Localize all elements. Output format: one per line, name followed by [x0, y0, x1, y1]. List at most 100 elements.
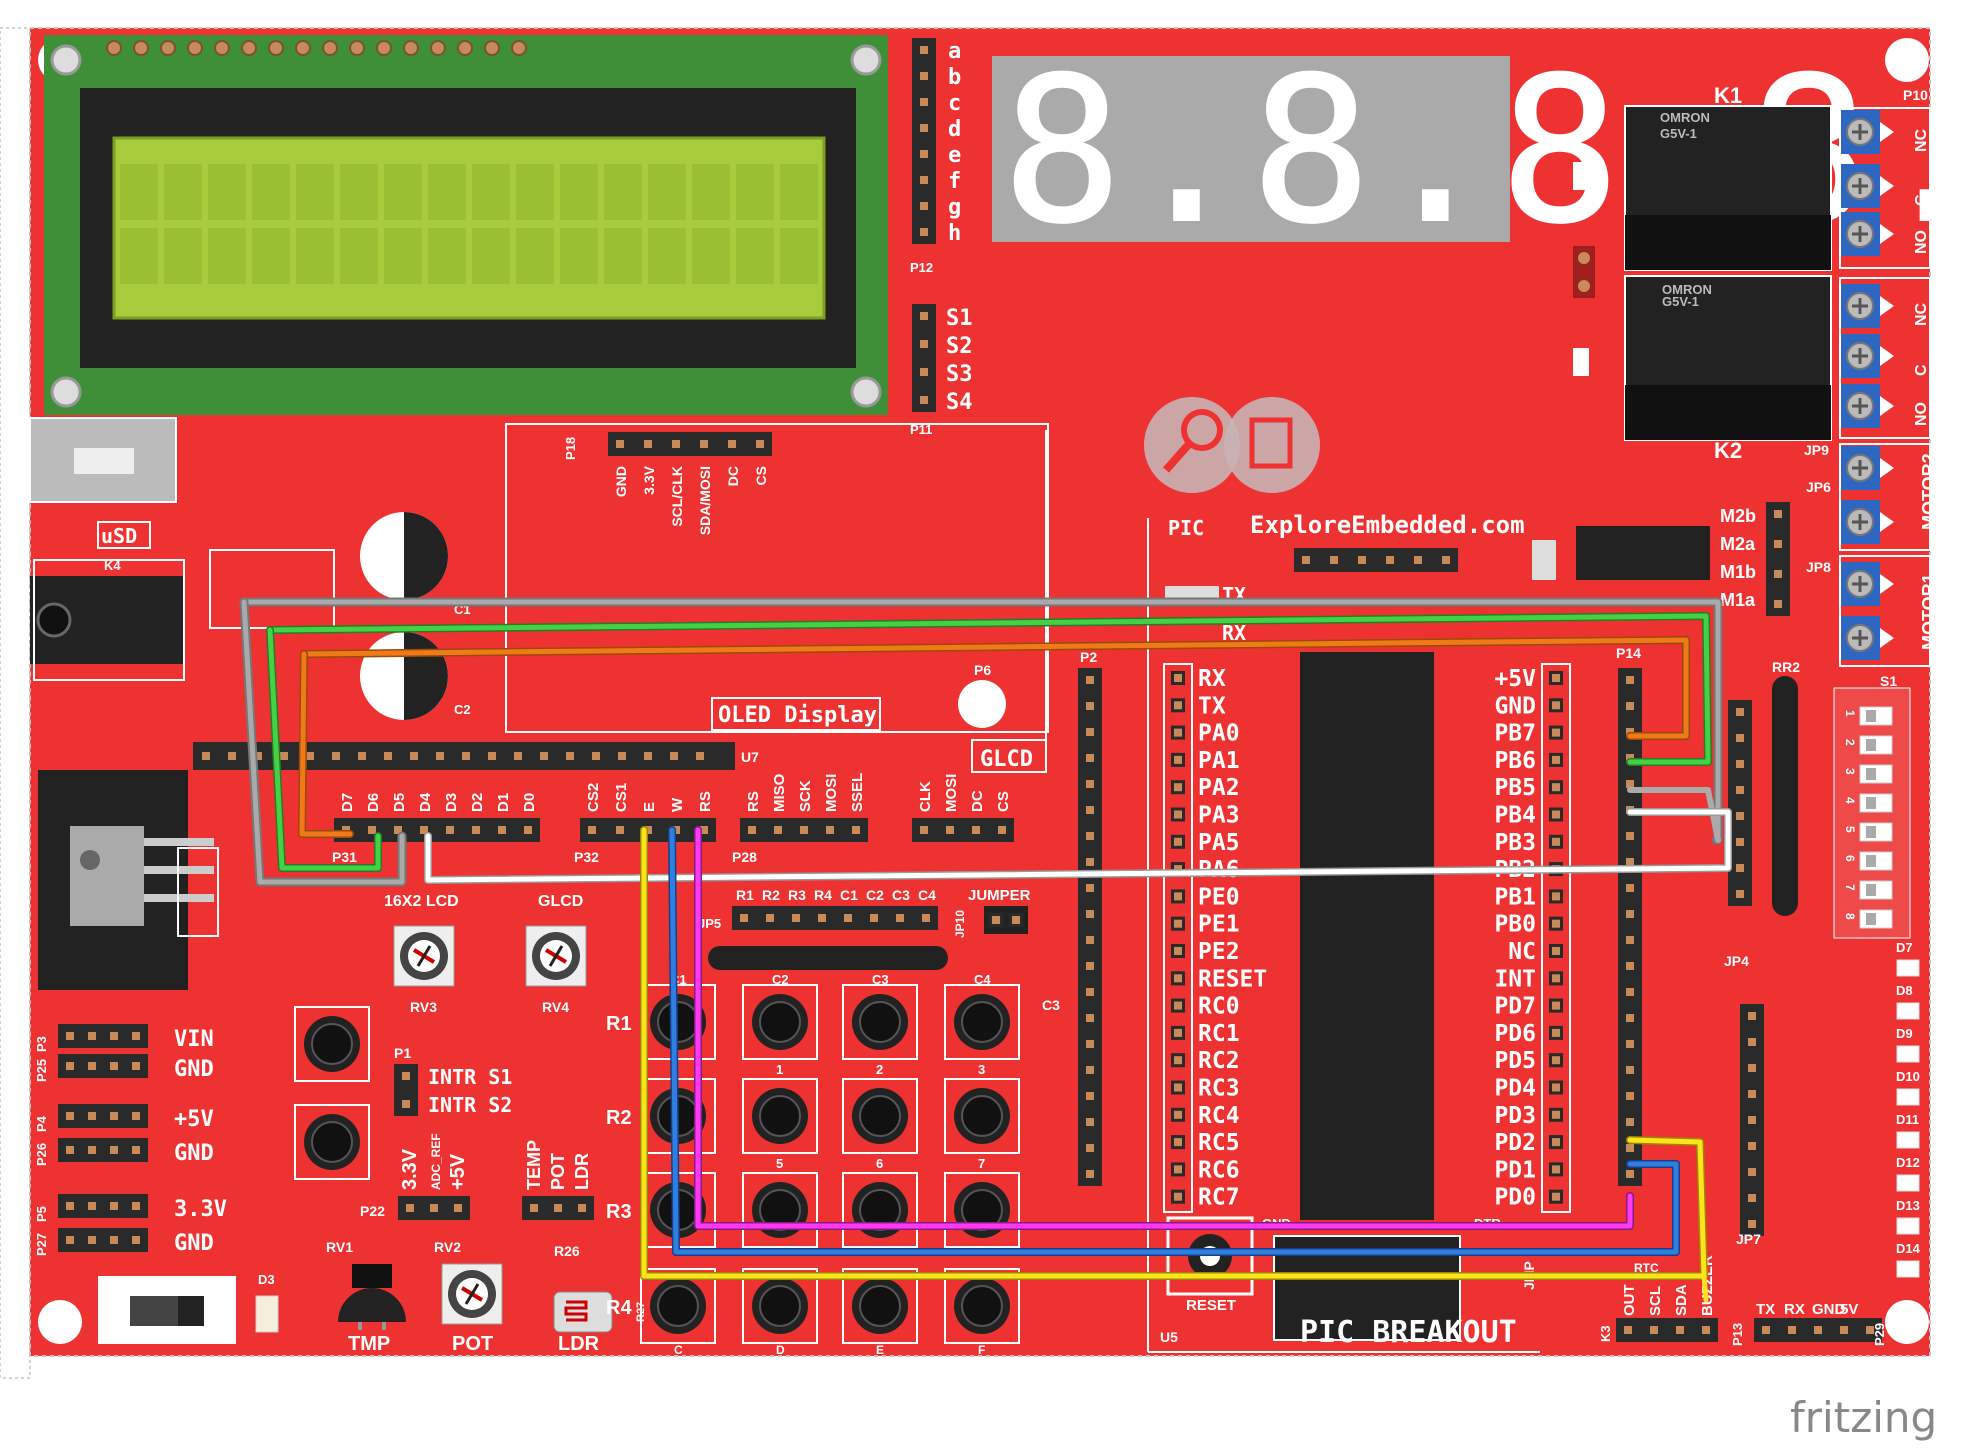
header-pin[interactable] — [917, 365, 931, 379]
header-pin[interactable] — [917, 225, 931, 239]
header-pin[interactable] — [613, 823, 627, 837]
header-pin[interactable] — [107, 1059, 121, 1073]
header-pin[interactable] — [1733, 809, 1747, 823]
header-pin[interactable] — [563, 749, 577, 763]
pic-pin[interactable] — [1549, 1107, 1563, 1122]
dip-switch-6[interactable] — [1859, 851, 1893, 871]
header-pin[interactable] — [355, 749, 369, 763]
header-pin[interactable] — [841, 911, 855, 925]
pic-pin[interactable] — [1171, 671, 1185, 685]
pic-pin[interactable] — [1549, 1025, 1563, 1040]
header-pin[interactable] — [1623, 933, 1637, 947]
header-pin[interactable] — [129, 1029, 143, 1043]
keypad-button[interactable] — [842, 1268, 918, 1344]
keypad-button[interactable] — [944, 1172, 1020, 1248]
header-pin[interactable] — [917, 199, 931, 213]
header-pin[interactable] — [1083, 855, 1097, 869]
header-pin[interactable] — [1623, 829, 1637, 843]
motor-terminal[interactable] — [1838, 498, 1882, 546]
header-pin[interactable] — [107, 1029, 121, 1043]
header-pin[interactable] — [199, 749, 213, 763]
header-pin[interactable] — [1745, 1191, 1759, 1205]
header-pin[interactable] — [1083, 699, 1097, 713]
header-pin[interactable] — [1623, 907, 1637, 921]
header-pin[interactable] — [1623, 881, 1637, 895]
header-pin[interactable] — [1699, 1323, 1713, 1337]
header-pin[interactable] — [1083, 725, 1097, 739]
header-pin[interactable] — [589, 749, 603, 763]
keypad-button[interactable] — [742, 1172, 818, 1248]
header-pin[interactable] — [107, 1109, 121, 1123]
header-pin[interactable] — [1083, 881, 1097, 895]
header-pin[interactable] — [771, 823, 785, 837]
header-pin[interactable] — [1745, 1113, 1759, 1127]
keypad-button[interactable] — [842, 1172, 918, 1248]
header-pin[interactable] — [399, 1097, 413, 1111]
header-pin[interactable] — [1733, 783, 1747, 797]
header-pin[interactable] — [917, 147, 931, 161]
motor-terminal[interactable] — [1838, 560, 1882, 608]
header-pin[interactable] — [1623, 1089, 1637, 1103]
pic-pin[interactable] — [1171, 752, 1185, 767]
pic-pin[interactable] — [1171, 834, 1185, 849]
header-pin[interactable] — [107, 1233, 121, 1247]
header-pin[interactable] — [85, 1109, 99, 1123]
header-pin[interactable] — [1411, 553, 1425, 567]
header-pin[interactable] — [1733, 705, 1747, 719]
relay-terminal[interactable] — [1838, 108, 1882, 156]
header-pin[interactable] — [1837, 1323, 1851, 1337]
header-pin[interactable] — [641, 437, 655, 451]
header-pin[interactable] — [511, 749, 525, 763]
header-pin[interactable] — [459, 749, 473, 763]
keypad-button[interactable] — [742, 1268, 818, 1344]
header-pin[interactable] — [85, 1233, 99, 1247]
header-pin[interactable] — [1759, 1323, 1773, 1337]
header-pin[interactable] — [1083, 829, 1097, 843]
pic-pin[interactable] — [1549, 834, 1563, 849]
header-pin[interactable] — [63, 1029, 77, 1043]
header-pin[interactable] — [849, 823, 863, 837]
pic-pin[interactable] — [1171, 971, 1185, 986]
pic-pin[interactable] — [1171, 1080, 1185, 1095]
header-pin[interactable] — [1083, 751, 1097, 765]
pic-pin[interactable] — [1549, 916, 1563, 931]
dip-switch-7[interactable] — [1859, 880, 1893, 900]
header-pin[interactable] — [917, 43, 931, 57]
pic-pin[interactable] — [1171, 725, 1185, 740]
dip-switch-8[interactable] — [1859, 909, 1893, 929]
header-pin[interactable] — [527, 1201, 541, 1215]
header-pin[interactable] — [725, 437, 739, 451]
header-pin[interactable] — [63, 1143, 77, 1157]
pic-pin[interactable] — [1549, 1162, 1563, 1177]
header-pin[interactable] — [1623, 1167, 1637, 1181]
header-pin[interactable] — [63, 1109, 77, 1123]
header-pin[interactable] — [1623, 673, 1637, 687]
header-pin[interactable] — [917, 173, 931, 187]
pic-pin[interactable] — [1171, 944, 1185, 958]
header-pin[interactable] — [1083, 777, 1097, 791]
header-pin[interactable] — [1647, 1323, 1661, 1337]
header-pin[interactable] — [1811, 1323, 1825, 1337]
header-pin[interactable] — [537, 749, 551, 763]
header-pin[interactable] — [867, 911, 881, 925]
dip-switch-5[interactable] — [1859, 822, 1893, 842]
keypad-button[interactable] — [742, 1078, 818, 1154]
keypad-button[interactable] — [944, 1078, 1020, 1154]
pic-pin[interactable] — [1549, 1135, 1563, 1150]
header-pin[interactable] — [1383, 553, 1397, 567]
header-pin[interactable] — [1733, 887, 1747, 901]
pic-pin[interactable] — [1171, 1162, 1185, 1177]
relay-terminal[interactable] — [1838, 332, 1882, 380]
header-pin[interactable] — [1083, 1167, 1097, 1181]
dip-switch-4[interactable] — [1859, 793, 1893, 813]
keypad-button[interactable] — [842, 1078, 918, 1154]
pic-pin[interactable] — [1171, 1107, 1185, 1122]
header-pin[interactable] — [1745, 1035, 1759, 1049]
header-pin[interactable] — [917, 823, 931, 837]
keypad-button[interactable] — [842, 984, 918, 1060]
header-pin[interactable] — [575, 1201, 589, 1215]
header-pin[interactable] — [85, 1143, 99, 1157]
header-pin[interactable] — [1083, 1141, 1097, 1155]
header-pin[interactable] — [225, 749, 239, 763]
pic-pin[interactable] — [1549, 1189, 1563, 1204]
